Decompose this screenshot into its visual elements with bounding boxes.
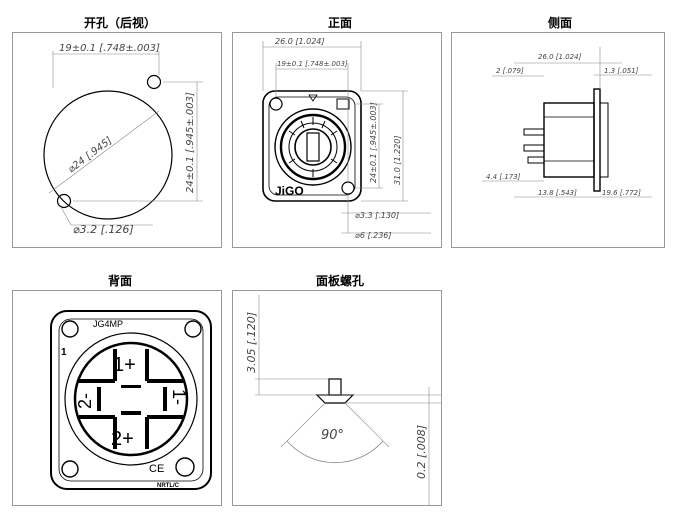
side-dim-bottom-right: 19.6 [.772]	[602, 189, 641, 197]
back-hole-bottom-left	[61, 460, 79, 478]
back-marker: 1	[61, 347, 67, 358]
cutout-circle	[43, 90, 173, 220]
back-flange	[50, 310, 212, 490]
back-cert-icon	[175, 457, 195, 477]
front-hole-dim: ⌀3.3 [.130]	[355, 211, 399, 220]
screw-shank	[328, 378, 342, 396]
front-boss-dim: ⌀6 [.236]	[355, 231, 392, 240]
side-dim-right: 1.3 [.051]	[604, 67, 639, 75]
cutout-diameter-dim: ⌀24 [.945]	[66, 135, 114, 175]
cutout-width-dim: 19±0.1 [.748±.003]	[59, 43, 160, 54]
back-ce-mark: CE	[149, 463, 164, 475]
cutout-hole-dim: ⌀3.2 [.126]	[73, 223, 134, 236]
title-screw: 面板螺孔	[315, 274, 364, 288]
title-cutout: 开孔（后视）	[83, 16, 156, 30]
side-dim-bottom-left: 4.4 [.173]	[486, 173, 521, 181]
title-side: 侧面	[547, 16, 572, 30]
side-dim-left: 2 [.079]	[496, 67, 524, 75]
screw-offset-dim: 0.2 [.008]	[415, 425, 428, 479]
back-dividers	[79, 349, 183, 449]
screw-depth-dim: 3.05 [.120]	[245, 312, 258, 373]
back-body-circle	[73, 341, 189, 457]
title-front: 正面	[327, 16, 352, 30]
front-hole-top-left	[269, 97, 283, 111]
front-brand: JiGO	[275, 184, 304, 198]
back-cert-mark: NRTL/C	[157, 483, 180, 489]
front-width-outer: 26.0 [1.024]	[275, 37, 325, 46]
screw-drawing: 3.05 [.120] 90° 0.2 [.008]	[245, 295, 441, 505]
side-drawing: 26.0 [1.024] 2 [.079] 1.3 [.051] 4.4 [.1…	[482, 47, 652, 198]
front-triangle-marker	[308, 94, 318, 102]
front-flange	[262, 90, 362, 202]
back-model: JG4MP	[93, 319, 123, 329]
side-panel: 26.0 [1.024] 2 [.079] 1.3 [.051] 4.4 [.1…	[451, 32, 665, 248]
side-body	[543, 102, 595, 178]
back-panel: JG4MP 1 1+ 2+ 2- 1- CE NRTL/C	[12, 290, 222, 506]
back-hole-top-left	[61, 320, 79, 338]
front-teeth	[288, 117, 338, 177]
screw-angle: 90°	[321, 428, 344, 443]
front-hole-bottom-right	[341, 181, 355, 195]
back-pin-1-plus: 1+	[113, 354, 136, 376]
back-pin-1-minus: 1-	[169, 389, 189, 405]
back-drawing: JG4MP 1 1+ 2+ 2- 1- CE NRTL/C	[50, 310, 212, 490]
front-width-inner: 19±0.1 [.748±.003]	[277, 60, 348, 68]
mounting-hole-top-right	[146, 74, 162, 90]
front-panel: JiGO 26.0 [1.024] 19±0.1 [.748±.003] 24±…	[232, 32, 442, 248]
front-latch	[336, 98, 350, 110]
side-dim-bottom-mid: 13.8 [.543]	[538, 189, 577, 197]
cutout-height-dim: 24±0.1 [.945±.003]	[185, 92, 196, 193]
side-top-dim: 26.0 [1.024]	[538, 53, 582, 61]
screw-panel: 3.05 [.120] 90° 0.2 [.008]	[232, 290, 442, 506]
front-height-outer: 31.0 [1.220]	[393, 136, 402, 186]
title-back: 背面	[107, 274, 132, 288]
back-pin-2-plus: 2+	[111, 428, 134, 450]
cutout-drawing: 19±0.1 [.748±.003] ⌀24 [.945] 24±0.1 [.9…	[43, 43, 203, 236]
mounting-hole-bottom-left	[56, 193, 72, 209]
side-flange	[593, 88, 601, 192]
screw-angle-arc	[286, 440, 384, 463]
front-receptacle-outer	[274, 108, 352, 186]
screw-head	[315, 394, 355, 404]
back-pin-2-minus: 2-	[75, 393, 95, 409]
front-drawing: JiGO 26.0 [1.024] 19±0.1 [.748±.003] 24±…	[262, 37, 431, 240]
cutout-panel: 19±0.1 [.748±.003] ⌀24 [.945] 24±0.1 [.9…	[12, 32, 222, 248]
back-hole-top-right	[184, 320, 202, 338]
side-pins	[523, 128, 545, 164]
front-height-inner: 24±0.1 [.945±.003]	[369, 102, 378, 183]
diameter-leader	[48, 110, 160, 194]
